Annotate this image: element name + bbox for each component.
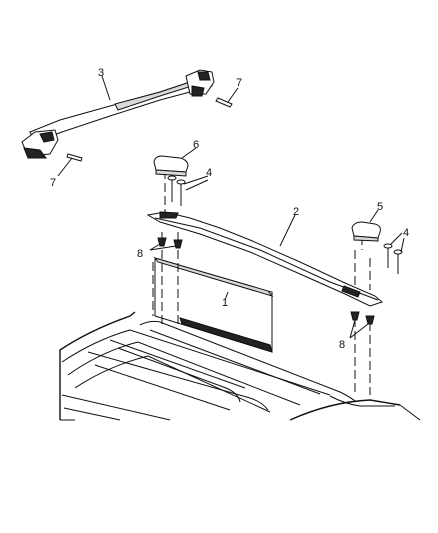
- part-6-end-cap-front: [153, 147, 197, 177]
- callout-8-rear: 8: [339, 339, 345, 351]
- part-3-crossbar: [21, 69, 215, 159]
- part-4-screws: [167, 175, 405, 274]
- part-1-strip: [153, 257, 274, 353]
- callout-8-front: 8: [137, 248, 143, 260]
- part-8-clips: [149, 237, 375, 339]
- roof-panel: [59, 311, 421, 421]
- callout-4-front: 4: [206, 167, 212, 179]
- callout-2: 2: [293, 206, 299, 218]
- callout-5: 5: [377, 201, 383, 213]
- callout-7-top: 7: [236, 77, 242, 89]
- part-7-pins: [57, 87, 239, 177]
- callout-7-left: 7: [50, 177, 56, 189]
- alignment-lines: [152, 170, 371, 395]
- part-5-end-cap-rear: [351, 209, 381, 242]
- part-2-side-rail: [146, 211, 383, 307]
- callout-4-rear: 4: [403, 227, 409, 239]
- callout-1: 1: [222, 297, 228, 309]
- callout-3: 3: [98, 67, 104, 79]
- callout-6: 6: [193, 139, 199, 151]
